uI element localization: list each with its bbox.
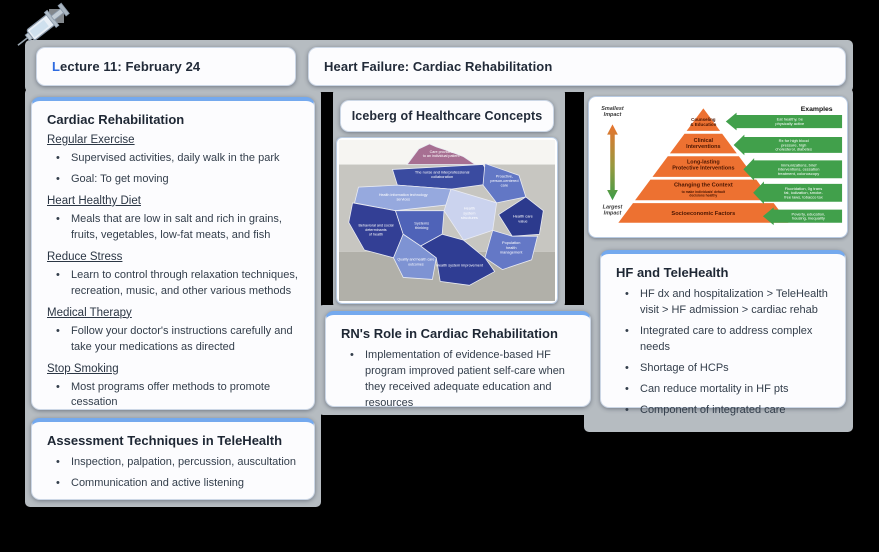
assessment-bullets: Inspection, palpation, percussion, auscu…	[45, 455, 301, 492]
pyramid-layer	[669, 133, 737, 154]
pyramid-layer	[686, 108, 721, 131]
card-hf-telehealth[interactable]: HF and TeleHealth HF dx and hospitalizat…	[600, 250, 846, 419]
bullet-item: Supervised activities, daily walk in the…	[45, 151, 301, 167]
iceberg-segment	[391, 164, 496, 190]
example-arrow	[743, 158, 843, 181]
iceberg-segment	[443, 188, 498, 241]
impact-arrow	[607, 124, 618, 201]
card-cardiac-rehabilitation[interactable]: Cardiac Rehabilitation Regular ExerciseS…	[31, 97, 315, 410]
example-arrow-label: Poverty, education,housing, inequality	[791, 211, 825, 220]
section-bullets: Follow your doctor's instructions carefu…	[45, 324, 301, 356]
card-title: Cardiac Rehabilitation	[47, 112, 185, 127]
card-rn-role[interactable]: RN's Role in Cardiac Rehabilitation Impl…	[325, 311, 591, 409]
section-bullets: Meals that are low in salt and rich in g…	[45, 212, 301, 244]
bullet-item: Communication and active listening	[45, 476, 301, 492]
section-heading: Regular Exercise	[47, 134, 135, 146]
bullet-item: Implementation of evidence-based HF prog…	[339, 348, 577, 412]
pyramid-layer	[652, 156, 755, 177]
section-heading: Reduce Stress	[47, 250, 123, 263]
example-arrow	[725, 112, 843, 131]
card-title: HF and TeleHealth	[616, 265, 729, 280]
bullet-item: Shortage of HCPs	[614, 361, 832, 377]
pyramid-layer	[618, 203, 789, 223]
bullet-item: Can reduce mortality in HF pts	[614, 382, 832, 398]
iceberg-title: Iceberg of Healthcare Concepts	[351, 109, 543, 123]
lecture-title-accent: L	[52, 59, 61, 74]
section-bullets: Supervised activities, daily walk in the…	[45, 151, 301, 188]
iceberg-segment	[498, 196, 544, 237]
bullet-item: Goal: To get moving	[45, 172, 301, 188]
lecture-title: Lecture 11: February 24	[52, 59, 201, 74]
section-heading: Heart Healthy Diet	[47, 194, 141, 207]
section-heading: Medical Therapy	[47, 306, 132, 319]
pyramid-layer-label: Counseling& Education	[690, 117, 716, 127]
topic-title: Heart Failure: Cardiac Rehabilitation	[324, 59, 553, 74]
pyramid-layer	[635, 179, 772, 201]
card-title: Assessment Techniques in TeleHealth	[47, 433, 283, 448]
example-arrow	[733, 134, 843, 156]
iceberg-segment	[482, 163, 527, 204]
bullet-item: Integrated care to address complex needs	[614, 324, 832, 356]
bullet-item: Most programs offer methods to promote c…	[45, 380, 301, 412]
iceberg-segment-label: Health system improvement	[436, 264, 484, 268]
cardiac-sections: Regular ExerciseSupervised activities, d…	[45, 134, 301, 411]
iceberg-segment	[406, 143, 477, 165]
syringe-icon	[8, 0, 78, 61]
section-heading: Stop Smoking	[47, 362, 119, 375]
iceberg-segment	[420, 233, 496, 286]
pyramid-layer-label: Changing the Context	[674, 183, 733, 189]
card-title: RN's Role in Cardiac Rehabilitation	[341, 326, 558, 341]
example-arrow	[753, 181, 843, 205]
examples-header: Examples	[801, 106, 833, 113]
section-bullets: Most programs offer methods to promote c…	[45, 380, 301, 412]
section-bullets: Learn to control through relaxation tech…	[45, 268, 301, 300]
bullet-item: Component of integrated care	[614, 403, 832, 419]
hf-telehealth-bullets: HF dx and hospitalization > TeleHealth v…	[614, 287, 832, 419]
card-assessment-techniques[interactable]: Assessment Techniques in TeleHealth Insp…	[31, 418, 315, 500]
header-card-lecture[interactable]: Lecture 11: February 24	[36, 47, 296, 86]
bullet-item: HF dx and hospitalization > TeleHealth v…	[614, 287, 832, 319]
example-arrow	[762, 207, 843, 226]
bullet-item: Meals that are low in salt and rich in g…	[45, 212, 301, 244]
rn-role-bullets: Implementation of evidence-based HF prog…	[339, 348, 577, 412]
header-card-topic[interactable]: Heart Failure: Cardiac Rehabilitation	[308, 47, 846, 86]
bullet-item: Learn to control through relaxation tech…	[45, 268, 301, 300]
bullet-item: Inspection, palpation, percussion, auscu…	[45, 455, 301, 471]
header-card-iceberg[interactable]: Iceberg of Healthcare Concepts	[340, 100, 554, 132]
bullet-item: Follow your doctor's instructions carefu…	[45, 324, 301, 356]
pyramid-layer-label: Socioeconomic Factors	[671, 211, 735, 217]
